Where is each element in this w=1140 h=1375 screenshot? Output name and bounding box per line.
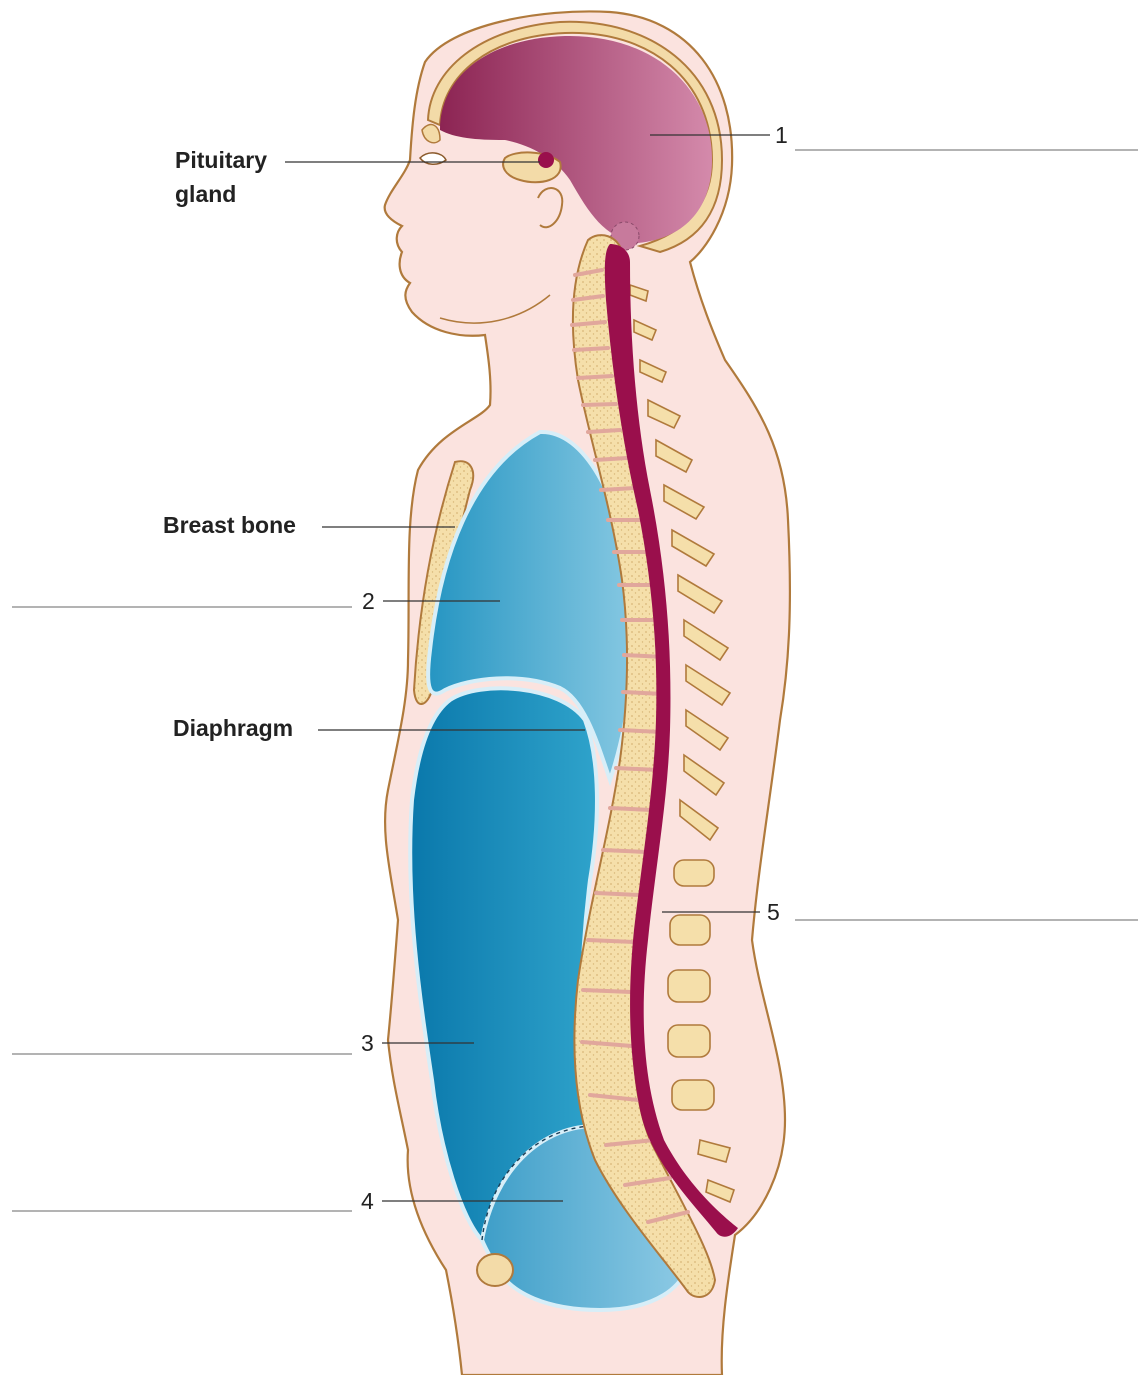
- number-5: 5: [767, 899, 780, 925]
- pituitary-gland: [538, 152, 554, 168]
- number-3: 3: [361, 1030, 374, 1056]
- label-diaphragm: Diaphragm: [173, 715, 293, 741]
- label-breast-bone: Breast bone: [163, 512, 296, 538]
- pubic-bone: [477, 1254, 513, 1286]
- number-1: 1: [775, 122, 788, 148]
- label-pituitary-line1: Pituitary: [175, 147, 267, 173]
- label-pituitary-line2: gland: [175, 181, 236, 207]
- number-2: 2: [362, 588, 375, 614]
- number-4: 4: [361, 1188, 374, 1214]
